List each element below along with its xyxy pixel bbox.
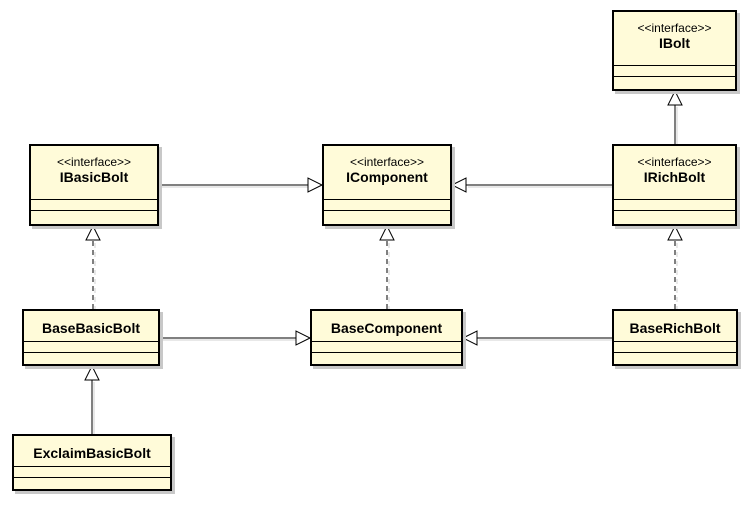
attributes-separator	[31, 199, 157, 200]
hollow-triangle-arrowhead	[307, 177, 324, 193]
attributes-separator	[614, 341, 736, 342]
operations-separator	[31, 210, 157, 211]
relation-realization-basebasicbolt-to-ibasicbolt	[85, 224, 101, 311]
class-basecomponent[interactable]: BaseComponent	[310, 309, 463, 366]
attributes-separator	[614, 65, 735, 66]
class-ibasicbolt[interactable]: <<interface>> IBasicBolt	[29, 144, 159, 226]
relation-generalization-ibasicbolt-to-icomponent	[159, 177, 324, 193]
class-exclaimbasicbolt[interactable]: ExclaimBasicBolt	[12, 434, 172, 491]
attributes-separator	[324, 199, 450, 200]
hollow-triangle-arrowhead	[379, 224, 395, 241]
relation-generalization-irichbolt-to-icomponent	[450, 177, 614, 193]
operations-separator	[324, 210, 450, 211]
hollow-triangle-arrowhead	[295, 330, 312, 346]
class-name: IRichBolt	[643, 169, 706, 185]
hollow-triangle-arrowhead	[461, 330, 478, 346]
class-name: IBolt	[658, 35, 691, 51]
operations-separator	[312, 352, 461, 353]
relation-generalization-exclaimbasicbolt-to-basebasicbolt	[84, 364, 100, 436]
class-stereotype: <<interface>>	[56, 155, 132, 169]
class-name: BaseBasicBolt	[41, 320, 141, 336]
operations-separator	[24, 352, 158, 353]
class-irichbolt[interactable]: <<interface>> IRichBolt	[612, 144, 737, 226]
attributes-separator	[14, 466, 170, 467]
relation-generalization-basebasicbolt-to-basecomponent	[160, 330, 312, 346]
relation-generalization-baserichbolt-to-basecomponent	[461, 330, 614, 346]
attributes-separator	[614, 199, 735, 200]
hollow-triangle-arrowhead	[85, 224, 101, 241]
class-name: IBasicBolt	[59, 169, 129, 185]
relation-realization-baserichbolt-to-irichbolt	[667, 224, 683, 311]
class-stereotype: <<interface>>	[637, 155, 712, 169]
class-name: ExclaimBasicBolt	[33, 445, 151, 461]
class-icomponent[interactable]: <<interface>> IComponent	[322, 144, 452, 226]
relation-generalization-irichbolt-to-ibolt	[667, 89, 683, 146]
attributes-separator	[24, 341, 158, 342]
relation-realization-basecomponent-to-icomponent	[379, 224, 395, 311]
class-name: IComponent	[346, 169, 428, 185]
class-name: BaseRichBolt	[629, 320, 721, 336]
class-basebasicbolt[interactable]: BaseBasicBolt	[22, 309, 160, 366]
class-name: BaseComponent	[330, 320, 443, 336]
operations-separator	[614, 210, 735, 211]
operations-separator	[614, 76, 735, 77]
hollow-triangle-arrowhead	[667, 89, 683, 106]
class-stereotype: <<interface>>	[637, 21, 712, 35]
operations-separator	[14, 477, 170, 478]
class-ibolt[interactable]: <<interface>> IBolt	[612, 10, 737, 91]
operations-separator	[614, 352, 736, 353]
class-stereotype: <<interface>>	[349, 155, 425, 169]
hollow-triangle-arrowhead	[84, 364, 100, 381]
hollow-triangle-arrowhead	[667, 224, 683, 241]
class-baserichbolt[interactable]: BaseRichBolt	[612, 309, 738, 366]
hollow-triangle-arrowhead	[450, 177, 467, 193]
attributes-separator	[312, 341, 461, 342]
